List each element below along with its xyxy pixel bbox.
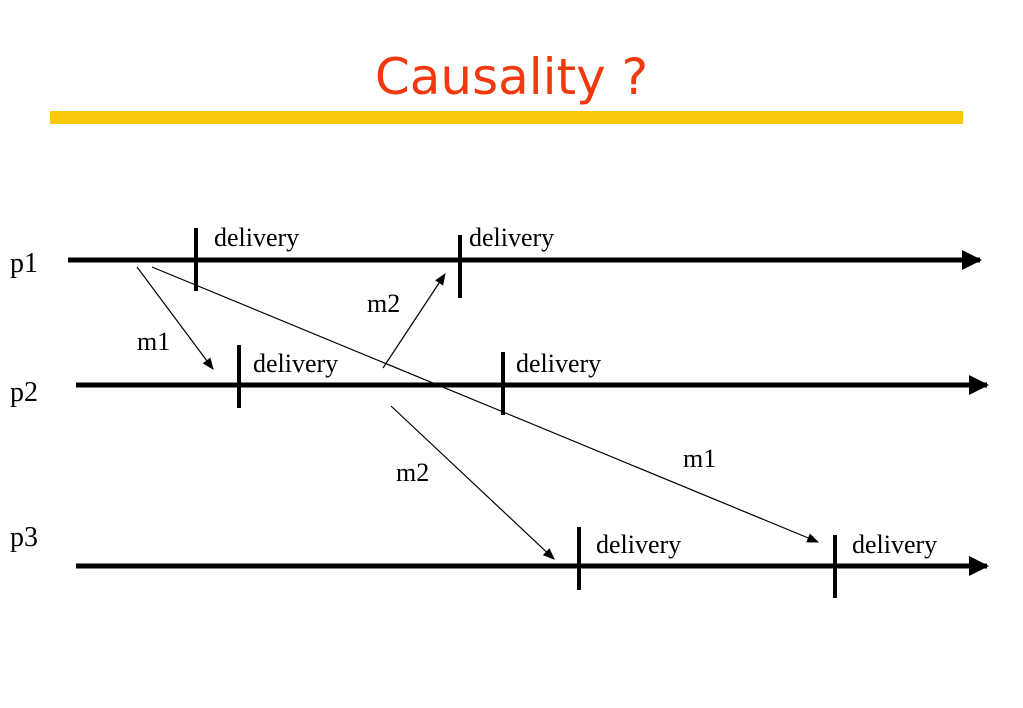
message-label-m1: m1 (683, 444, 716, 473)
message-arrow-m2-p2-to-p3 (390, 405, 555, 560)
message-arrow-m1-p1-to-p2 (136, 266, 214, 370)
delivery-label: delivery (214, 223, 299, 252)
process-label-p3: p3 (10, 522, 38, 553)
delivery-label: delivery (852, 530, 937, 559)
delivery-label: delivery (253, 349, 338, 378)
message-arrow-m2-p2-to-p1 (382, 272, 446, 369)
delivery-label: delivery (516, 349, 601, 378)
slide-title: Causality ? (374, 48, 649, 106)
message-arrow-m1-p1-to-p3 (151, 266, 820, 543)
message-label-m2: m2 (396, 458, 429, 487)
delivery-label: delivery (469, 223, 554, 252)
message-label-m1: m1 (137, 327, 170, 356)
process-label-p2: p2 (10, 377, 38, 408)
process-label-p1: p1 (10, 248, 38, 279)
message-label-m2: m2 (367, 289, 400, 318)
delivery-label: delivery (596, 530, 681, 559)
title-underline (50, 111, 963, 124)
